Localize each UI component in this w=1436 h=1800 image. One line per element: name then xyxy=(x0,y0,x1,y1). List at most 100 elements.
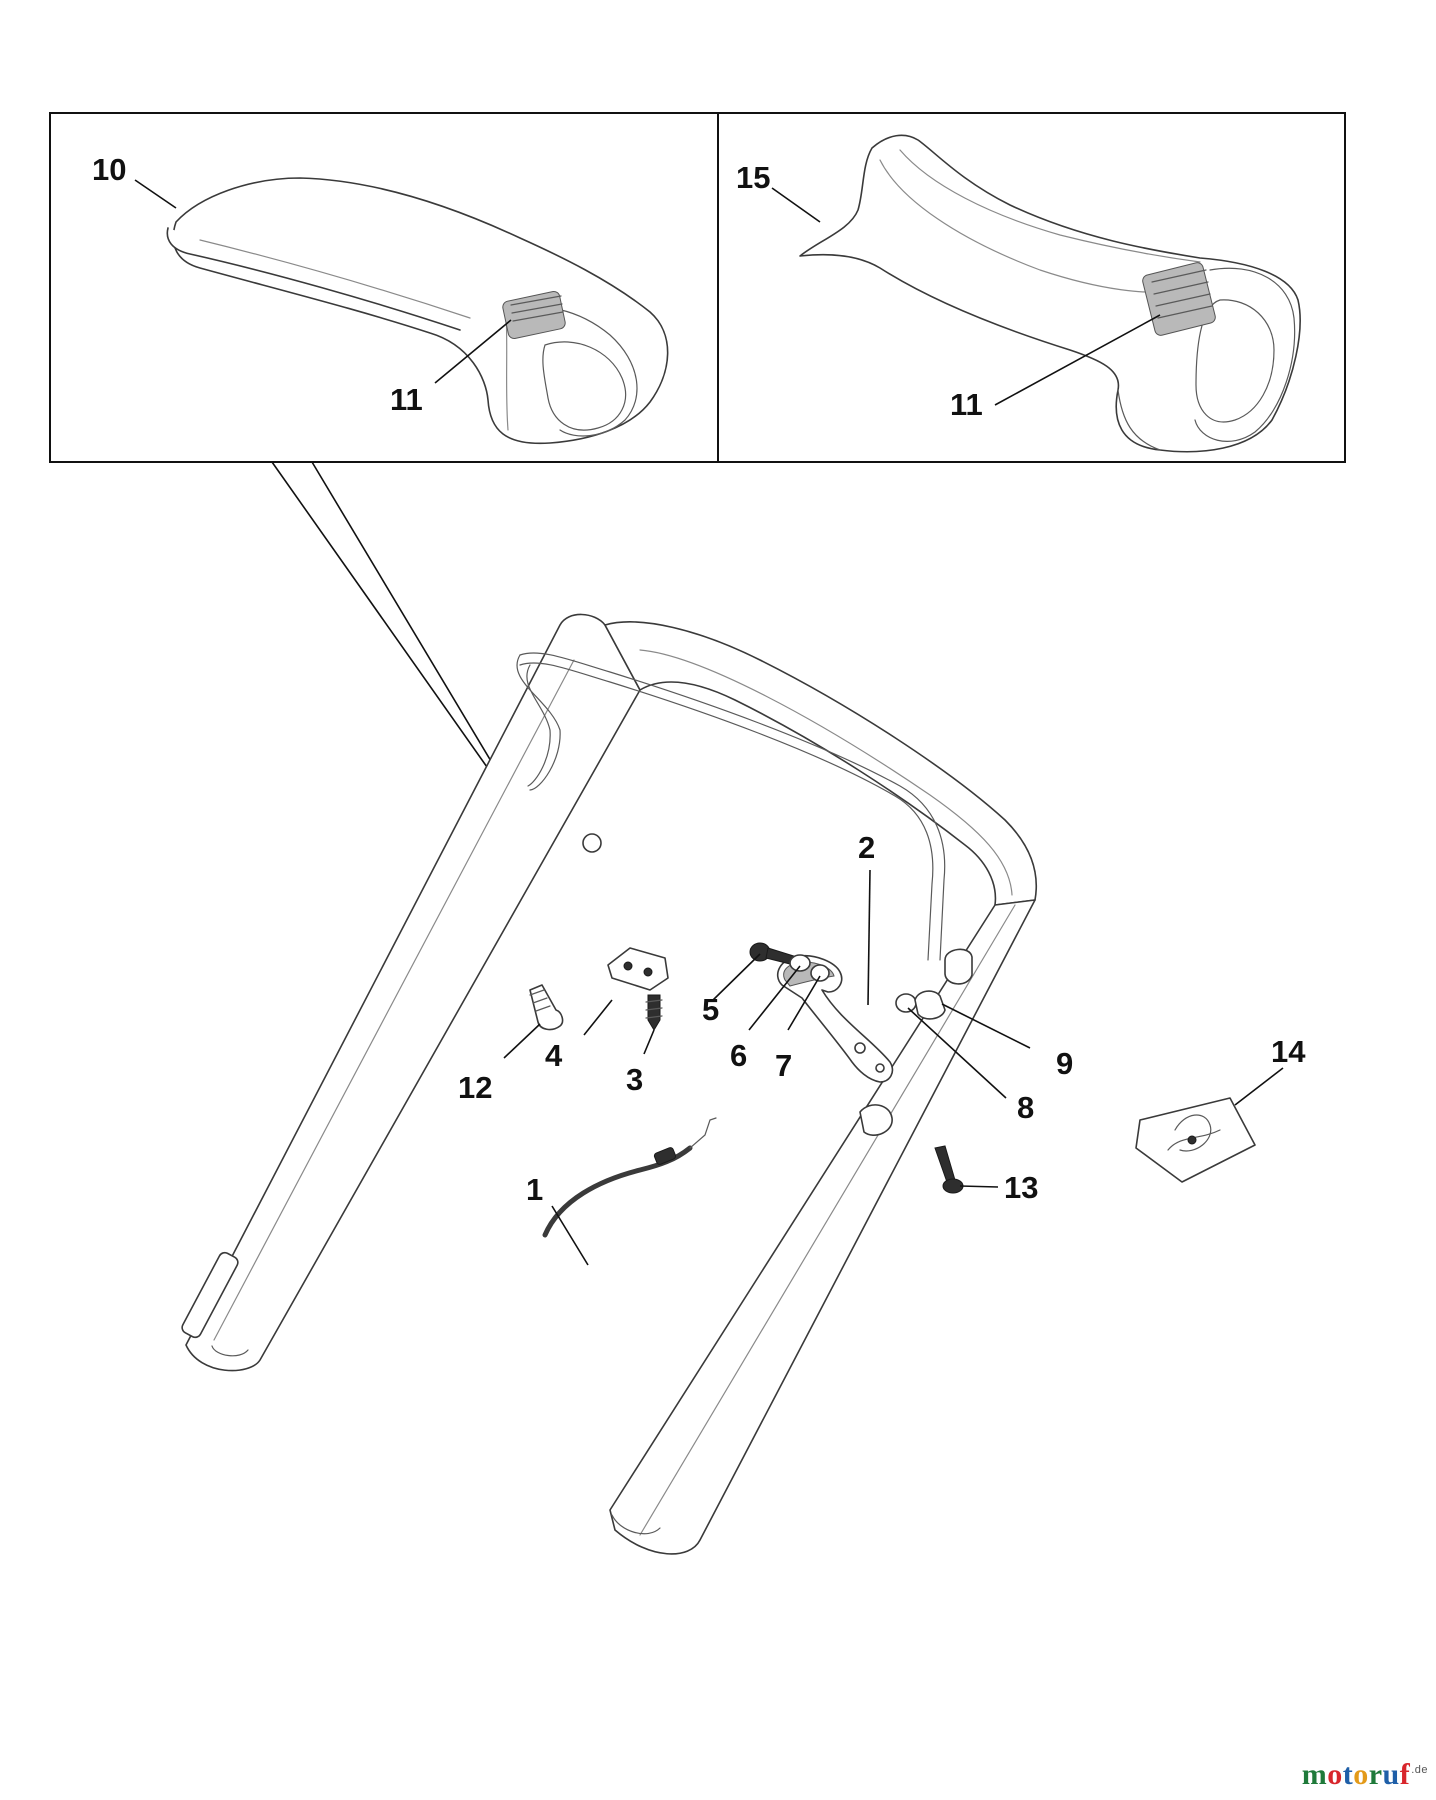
callout-11-right: 11 xyxy=(950,387,983,422)
grip-cover-lip xyxy=(166,227,461,331)
handle-tube-right-end xyxy=(611,1514,661,1535)
parts-bag-content-1 xyxy=(1174,1114,1212,1152)
handle-tube-left-slot xyxy=(181,1251,239,1339)
screw-3-thread-2 xyxy=(645,1007,663,1011)
decal-r-line-3 xyxy=(1155,293,1211,307)
callout-4: 4 xyxy=(545,1038,563,1073)
clip-4 xyxy=(607,947,669,991)
cable-1-ferrule xyxy=(653,1147,677,1165)
parts-bag-screw xyxy=(1187,1135,1197,1145)
leader-11-left xyxy=(434,319,512,384)
handle-tube-right xyxy=(609,899,1036,1555)
screw-3-shank xyxy=(647,994,661,1031)
decal-r-line-2 xyxy=(1153,281,1209,295)
leader-12 xyxy=(503,1023,541,1059)
callout-1: 1 xyxy=(526,1172,543,1207)
grip-cover-15-ridge-1 xyxy=(879,159,1181,293)
bail-wire-left-bend-inner xyxy=(526,664,551,787)
watermark-logo: motoruf.de xyxy=(1302,1758,1428,1792)
cable-1 xyxy=(542,1117,717,1238)
grip-cover-10-drawing xyxy=(166,177,669,445)
watermark-letter: o xyxy=(1327,1758,1343,1791)
grip-cover-15-lower-edge xyxy=(1117,389,1161,451)
bail-wire-left-bend xyxy=(516,654,561,791)
lever-pivot-hole xyxy=(854,1042,866,1054)
watermark-letter: u xyxy=(1382,1758,1400,1791)
decal-r-line-4 xyxy=(1157,305,1213,319)
grip-cover-15-drawing xyxy=(799,134,1301,453)
handle-right-bolt-hole xyxy=(859,1104,893,1136)
callout-15: 15 xyxy=(736,160,770,195)
leader-3 xyxy=(643,1029,655,1055)
callout-5: 5 xyxy=(702,992,719,1027)
decal-r-line-1 xyxy=(1151,269,1207,283)
screw-12-thread-2 xyxy=(532,997,548,1004)
lever-end-hole xyxy=(875,1063,885,1073)
grip-cover-15-end-rim xyxy=(1194,267,1296,442)
watermark-letter: o xyxy=(1353,1758,1369,1791)
leader-2 xyxy=(867,869,871,1006)
decal-line-2 xyxy=(511,303,563,314)
grip-cover-15-end-cap xyxy=(1195,299,1275,423)
nut-8 xyxy=(895,993,917,1013)
grip-cover-ridge xyxy=(199,239,471,319)
screw-12 xyxy=(529,984,564,1031)
leader-5 xyxy=(711,953,761,1002)
callout-11-left: 11 xyxy=(390,382,423,417)
leader-1 xyxy=(551,1205,589,1266)
handle-crossbar-shade xyxy=(639,649,1013,896)
leader-8 xyxy=(907,1007,1007,1099)
spacer-9 xyxy=(914,990,946,1020)
cable-1-wire-end xyxy=(689,1117,717,1149)
watermark-letter: f xyxy=(1399,1758,1411,1791)
clip-4-hole-1 xyxy=(623,961,633,971)
leader-11-right xyxy=(994,314,1161,406)
washer-6 xyxy=(789,954,811,972)
callout-14: 14 xyxy=(1271,1034,1306,1069)
leader-13 xyxy=(959,1185,999,1188)
watermark-suffix: .de xyxy=(1411,1764,1428,1776)
screw-3-thread-1 xyxy=(645,999,663,1003)
inset-frame-outer xyxy=(49,112,1346,463)
watermark-letter: r xyxy=(1368,1758,1383,1791)
bail-wire-inner xyxy=(519,662,934,961)
leader-lines xyxy=(134,179,1284,1266)
clip-4-body xyxy=(607,947,669,991)
clip-4-hole-2 xyxy=(643,967,653,977)
callout-2: 2 xyxy=(858,830,875,865)
handle-tube-left-end xyxy=(211,1345,249,1357)
screw-3-thread-3 xyxy=(645,1015,663,1019)
handle-tube-left-shade xyxy=(213,659,575,1341)
leader-10 xyxy=(134,179,177,209)
screw-3 xyxy=(645,994,663,1031)
watermark-letter: t xyxy=(1342,1758,1354,1791)
grip-cover-end-cap xyxy=(542,341,627,431)
washer-7 xyxy=(810,964,830,982)
handle-left-bolt-hole xyxy=(582,833,602,853)
watermark-letter: m xyxy=(1301,1758,1328,1791)
leader-14 xyxy=(1234,1067,1284,1106)
screw-12-thread-3 xyxy=(535,1005,551,1012)
grip-cover-15-ridge-2 xyxy=(899,149,1201,263)
leader-15 xyxy=(771,187,821,223)
parts-bag-14 xyxy=(1135,1097,1256,1183)
callout-7: 7 xyxy=(775,1048,792,1083)
callouts: 10 11 15 11 2 5 6 7 9 8 4 3 12 14 13 1 xyxy=(92,152,1306,1207)
callout-13: 13 xyxy=(1004,1170,1038,1205)
bail-wire-outer xyxy=(519,652,946,961)
leader-9 xyxy=(941,1003,1031,1049)
handle-frame xyxy=(181,613,1037,1555)
leader-6 xyxy=(748,965,801,1031)
handle-crossbar xyxy=(604,621,1037,906)
decal-line-1 xyxy=(510,295,562,306)
leader-7 xyxy=(787,975,821,1031)
callout-10: 10 xyxy=(92,152,126,187)
screw-12-thread-1 xyxy=(529,989,545,996)
callout-3: 3 xyxy=(626,1062,643,1097)
grip-cover-15-body xyxy=(799,134,1301,453)
decal-line-3 xyxy=(512,311,564,322)
handle-tube-left xyxy=(185,613,641,1372)
screw-13 xyxy=(934,1145,964,1194)
bushing xyxy=(944,948,973,985)
